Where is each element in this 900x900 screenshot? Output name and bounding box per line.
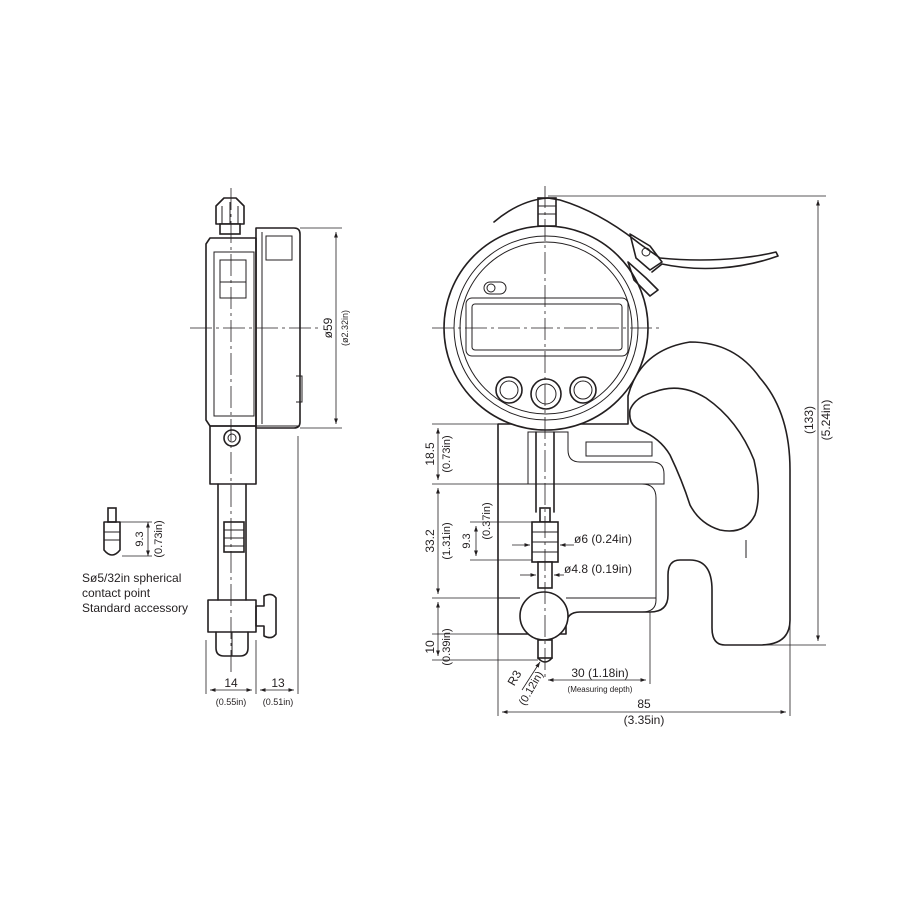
dim-18-5-in: (0.73in) xyxy=(441,435,453,472)
front-lcd-screen xyxy=(471,303,623,351)
side-anvil-block xyxy=(207,599,257,633)
side-lock-knob xyxy=(255,593,277,639)
dim-side-width-in: (0.55in) xyxy=(216,697,247,707)
contact-point-accessory: 9.3 (0.73in) Sø5/32in spherical contact … xyxy=(82,507,188,615)
dim-10: 10 xyxy=(423,640,437,654)
front-button-center xyxy=(530,378,562,410)
side-view xyxy=(190,188,320,676)
front-view xyxy=(432,186,791,680)
dim-tip-height-in: (0.73in) xyxy=(153,520,165,557)
dim-side-depth: 13 xyxy=(271,676,285,690)
front-lcd-frame xyxy=(465,297,629,357)
dim-width: 85 xyxy=(637,697,651,711)
dim-tip-height: 9.3 xyxy=(134,531,146,546)
dim-33-2: 33.2 xyxy=(423,529,437,553)
dim-10-in: (0.39in) xyxy=(441,628,453,665)
dim-height: (133) xyxy=(802,406,816,434)
side-screw xyxy=(223,429,241,447)
front-indicator xyxy=(483,281,507,295)
dim-18-5: 18.5 xyxy=(423,442,437,466)
dim-side-depth-in: (0.51in) xyxy=(263,697,294,707)
side-stem-top xyxy=(219,223,241,235)
dim-height-in: (5.24in) xyxy=(819,400,833,441)
dim-depth: 30 (1.18in) xyxy=(571,666,628,680)
side-top-knob xyxy=(215,197,245,225)
front-frame-outer xyxy=(497,341,791,646)
front-lifting-lever xyxy=(493,197,779,273)
side-dial-bezel xyxy=(255,227,301,429)
side-frame xyxy=(209,425,257,485)
front-anvil xyxy=(519,591,569,641)
side-view-dimensions: 14 (0.55in) 13 (0.51in) ø59 (ø2.32in) xyxy=(205,227,350,707)
dim-phi4-8: ø4.8 (0.19in) xyxy=(564,562,632,576)
dim-dial-diameter: ø59 xyxy=(321,317,335,338)
note-tip-line-1: Sø5/32in spherical xyxy=(82,571,181,585)
dim-depth-label: (Measuring depth) xyxy=(568,685,633,694)
front-frame-cutout xyxy=(628,387,760,532)
dim-33-2-in: (1.31in) xyxy=(441,522,453,559)
dim-9-3-in: (0.37in) xyxy=(481,502,493,539)
dim-width-in: (3.35in) xyxy=(624,713,665,727)
note-tip-line-3: Standard accessory xyxy=(82,601,188,615)
dim-phi6: ø6 (0.24in) xyxy=(574,532,632,546)
dim-9-3: 9.3 xyxy=(461,533,473,548)
side-spindle-collar xyxy=(223,521,245,553)
note-tip-line-2: contact point xyxy=(82,586,151,600)
front-stem xyxy=(537,197,557,227)
dim-side-width: 14 xyxy=(224,676,238,690)
dim-dial-diameter-in: (ø2.32in) xyxy=(340,310,350,346)
dim-r3: R3 xyxy=(505,668,525,689)
